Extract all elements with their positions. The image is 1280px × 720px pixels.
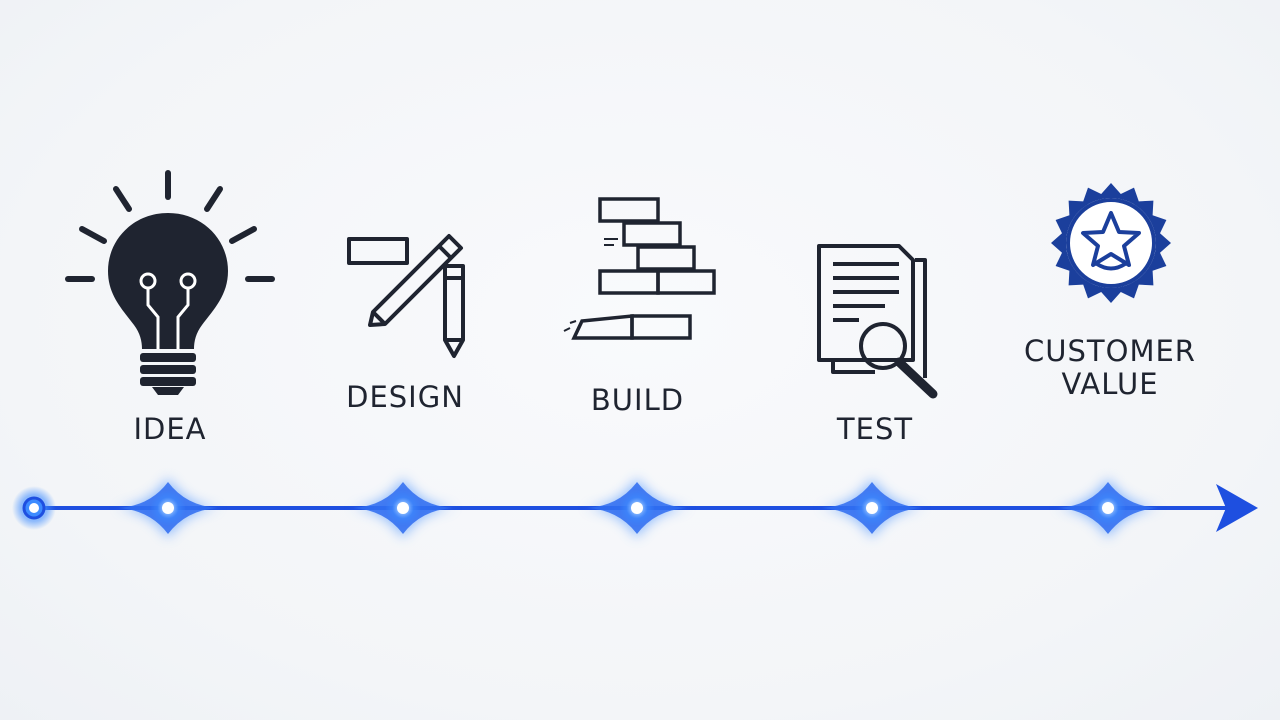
bricks-icon — [560, 195, 730, 345]
document-magnifier-icon — [815, 242, 955, 407]
star-badge-icon — [1040, 182, 1182, 304]
timeline-node-design — [347, 478, 459, 538]
stage-label-build: BUILD — [590, 383, 685, 417]
stage-label-design: DESIGN — [346, 380, 464, 414]
timeline-arrowhead — [1216, 484, 1258, 532]
pencil-ruler-icon — [345, 232, 475, 362]
lightbulb-icon — [60, 165, 280, 395]
stage-label-customer-value: CUSTOMER VALUE — [1010, 335, 1210, 401]
timeline-start-node — [12, 486, 56, 530]
timeline-node-test — [816, 478, 928, 538]
stage-label-customer-value-line2: VALUE — [1061, 367, 1159, 401]
timeline-node-build — [581, 478, 693, 538]
timeline-node-customer-value — [1052, 478, 1164, 538]
timeline-node-idea — [112, 478, 224, 538]
stage-label-idea: IDEA — [133, 412, 207, 446]
timeline-arrow — [12, 478, 1258, 538]
stage-label-customer-value-line1: CUSTOMER — [1024, 334, 1196, 368]
stage-label-test: TEST — [836, 412, 914, 446]
